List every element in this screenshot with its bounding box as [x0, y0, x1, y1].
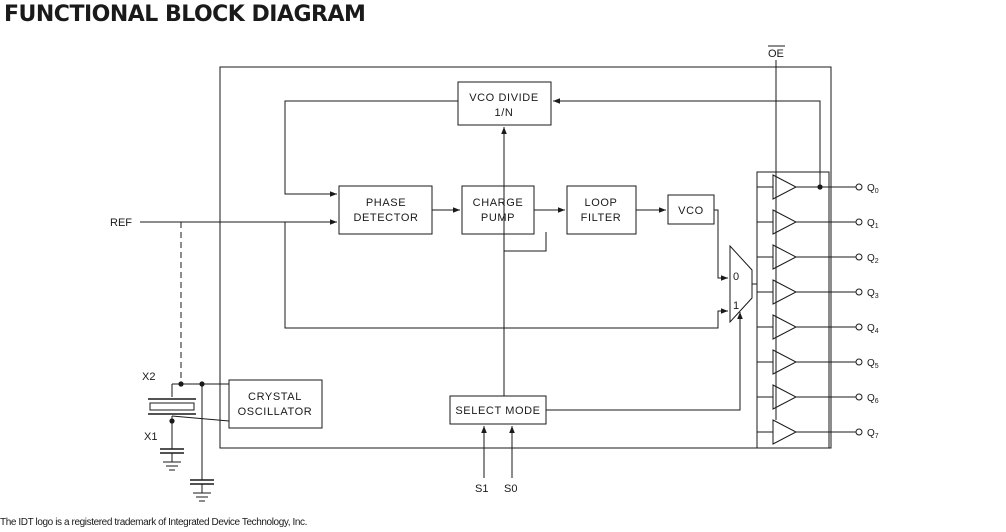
buffer-triangle-icon	[772, 314, 798, 340]
output-pin-icon	[855, 288, 863, 296]
charge-pump-label-1: CHARGE	[473, 197, 524, 209]
output-label-q2: Q2	[867, 253, 879, 265]
crystal-oscillator-label-2: OSCILLATOR	[238, 406, 313, 418]
crystal-icon	[149, 402, 195, 411]
charge-pump-block: CHARGE PUMP	[461, 185, 535, 235]
vco-divide-block: VCO DIVIDE 1/N	[457, 81, 552, 126]
output-buffer-0: Q0	[757, 174, 879, 200]
output-buffer-bank	[756, 171, 830, 449]
feedback-wire	[284, 100, 458, 197]
output-label-q5: Q5	[867, 358, 879, 370]
buffer-triangle-icon	[772, 419, 798, 445]
phase-detector-label-1: PHASE	[366, 197, 406, 209]
buffer-triangle-icon	[772, 279, 798, 305]
output-buffer-1: Q1	[757, 209, 879, 235]
select-to-divider-wire	[503, 232, 547, 396]
vco-block: VCO	[667, 194, 715, 225]
select-to-mux-wire	[546, 312, 743, 411]
x2-pin-label: X2	[142, 371, 155, 383]
diagram-title: FUNCTIONAL BLOCK DIAGRAM	[4, 2, 366, 27]
vco-divide-ratio: 1/N	[495, 107, 514, 119]
ref-pin-label: REF	[110, 217, 132, 229]
oe-pin-label: OE	[768, 48, 784, 60]
buffer-triangle-icon	[772, 244, 798, 270]
output-pin-icon	[855, 428, 863, 436]
output-label-q1: Q1	[867, 218, 879, 230]
output-label-q6: Q6	[867, 393, 879, 405]
output-pin-icon	[855, 253, 863, 261]
phase-detector-block: PHASE DETECTOR	[338, 185, 433, 235]
vco-label: VCO	[678, 205, 704, 217]
vco-divide-label: VCO DIVIDE	[469, 92, 539, 104]
buffer-triangle-icon	[772, 349, 798, 375]
buffer-triangle-icon	[772, 209, 798, 235]
crystal-oscillator-label-1: CRYSTAL	[248, 391, 302, 403]
select-mode-block: SELECT MODE	[449, 395, 547, 425]
crystal-oscillator-block: CRYSTAL OSCILLATOR	[228, 379, 323, 429]
output-buffer-2: Q2	[757, 244, 879, 270]
output-buffer-4: Q4	[757, 314, 879, 340]
output-pin-icon	[855, 323, 863, 331]
loop-filter-label-1: LOOP	[585, 197, 618, 209]
output-pin-icon	[855, 218, 863, 226]
output-buffer-3: Q3	[757, 279, 879, 305]
output-label-q4: Q4	[867, 323, 879, 335]
output-buffer-6: Q6	[757, 384, 879, 410]
output-pin-icon	[855, 393, 863, 401]
vco-to-mux-wire	[714, 209, 728, 281]
output-label-q3: Q3	[867, 288, 879, 300]
q0-feedback-wire	[553, 98, 821, 187]
output-buffer-7: Q7	[757, 419, 879, 445]
buffer-triangle-icon	[772, 174, 798, 200]
x1-pin-label: X1	[144, 431, 157, 443]
loop-filter-block: LOOP FILTER	[566, 185, 637, 235]
loop-filter-label-2: FILTER	[581, 212, 622, 224]
select-mode-label: SELECT MODE	[455, 405, 540, 417]
output-buffer-5: Q5	[757, 349, 879, 375]
mux-input-0-label: 0	[733, 271, 739, 283]
s0-pin-label: S0	[504, 483, 517, 495]
charge-pump-label-2: PUMP	[481, 212, 515, 224]
crystal-network	[148, 383, 230, 502]
s1-pin-label: S1	[475, 483, 488, 495]
mux-input-1-label: 1	[733, 300, 739, 312]
ref-bypass-wire	[284, 222, 728, 329]
output-pin-icon	[855, 183, 863, 191]
phase-detector-label-2: DETECTOR	[353, 212, 418, 224]
trademark-footnote: The IDT logo is a registered trademark o…	[0, 517, 307, 528]
output-label-q0: Q0	[867, 183, 879, 195]
output-mux: 0 1	[729, 244, 753, 324]
output-label-q7: Q7	[867, 428, 879, 440]
buffer-triangle-icon	[772, 384, 798, 410]
output-pin-icon	[855, 358, 863, 366]
